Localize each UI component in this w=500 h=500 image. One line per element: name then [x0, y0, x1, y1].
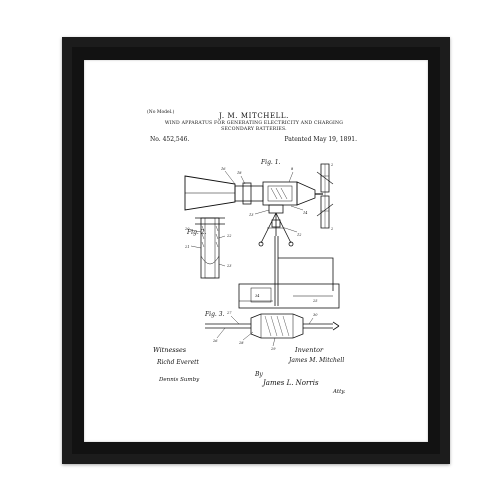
by-label: By [255, 371, 263, 378]
attorney-signature: James L. Norris [263, 379, 319, 387]
patent-title-line-1: WIND APPARATUS FOR GENERATING ELECTRICIT… [164, 121, 344, 126]
svg-text:23: 23 [226, 264, 232, 268]
witnesses-label: Witnesses [153, 346, 187, 354]
model-note: (No Model.) [147, 110, 175, 115]
patent-date: Patented May 19, 1891. [284, 136, 357, 143]
svg-text:2: 2 [330, 163, 334, 167]
figure-label-2: Fig. 2. [186, 229, 207, 236]
svg-text:27: 27 [226, 311, 232, 315]
witness-signature-1: Richd Everett [157, 359, 199, 366]
attorney-label: Atty. [333, 389, 346, 395]
svg-text:29: 29 [270, 347, 276, 351]
svg-text:14: 14 [303, 211, 307, 215]
inventor-header: J. M. MITCHELL. [218, 112, 290, 120]
svg-text:30: 30 [313, 313, 318, 317]
svg-text:16: 16 [221, 167, 226, 171]
svg-text:8: 8 [291, 167, 294, 171]
inventor-label: Inventor [295, 346, 324, 354]
svg-text:13: 13 [249, 213, 254, 217]
svg-text:21: 21 [184, 245, 189, 249]
svg-text:25: 25 [312, 299, 318, 303]
svg-text:28: 28 [238, 341, 244, 345]
svg-text:26: 26 [212, 339, 218, 343]
svg-text:2: 2 [330, 227, 334, 231]
svg-text:22: 22 [226, 234, 232, 238]
patent-number: No. 452,546. [150, 136, 190, 143]
inventor-signature: James M. Mitchell [289, 357, 345, 364]
patent-print: (No Model.) J. M. MITCHELL. WIND APPARAT… [143, 106, 365, 396]
figure-label-3: Fig. 3. [204, 311, 225, 318]
svg-text:12: 12 [297, 233, 302, 237]
svg-text:18: 18 [237, 171, 242, 175]
patent-title-line-2: SECONDARY BATTERIES. [221, 127, 287, 132]
svg-text:20: 20 [184, 227, 190, 231]
figure-label-1: Fig. 1. [260, 159, 281, 166]
svg-text:34: 34 [255, 294, 259, 298]
witness-signature-2: Dennis Sumby [159, 377, 200, 383]
